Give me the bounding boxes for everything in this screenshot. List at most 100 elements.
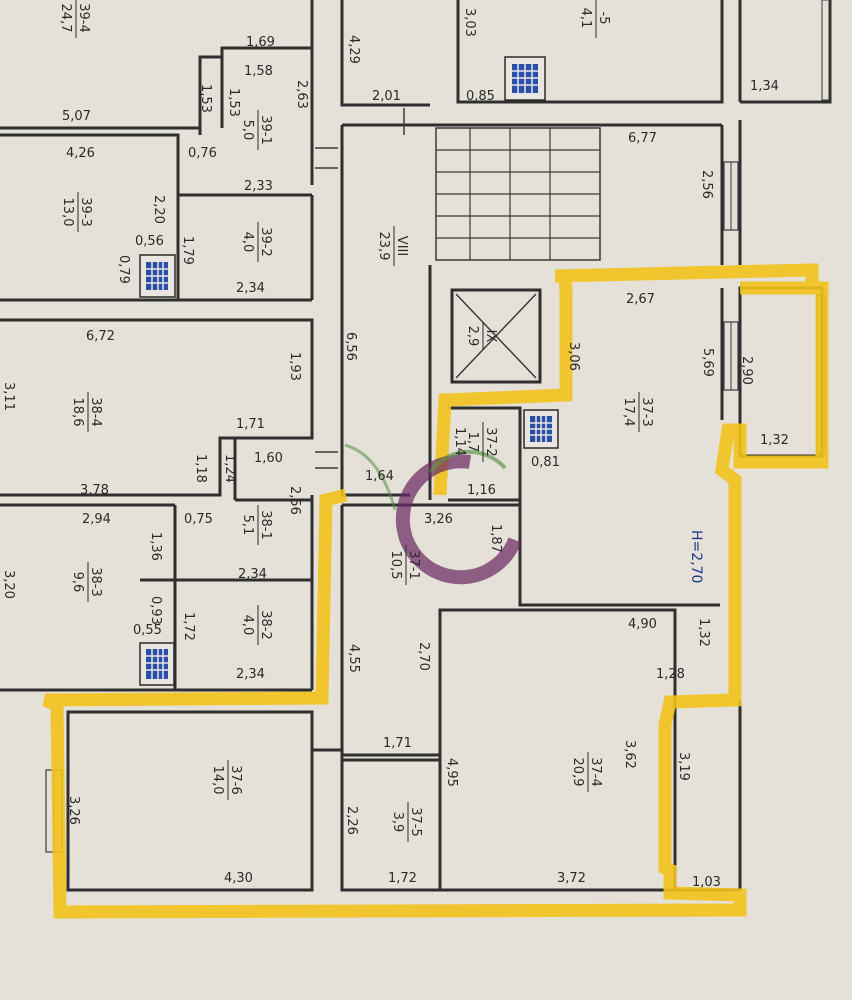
window-icon	[139, 254, 176, 298]
dimension-label: 0,75	[184, 512, 213, 527]
window-icon	[523, 409, 559, 449]
svg-text:5,0: 5,0	[240, 120, 255, 141]
dimension-label: 2,01	[372, 89, 401, 104]
svg-text:38-1: 38-1	[258, 510, 273, 540]
dimension-label: 2,34	[238, 567, 267, 582]
dimension-label: 1,93	[287, 352, 302, 381]
room-label: 37-110,5	[388, 545, 421, 585]
dimension-label: 4,29	[346, 35, 361, 64]
dimension-label: 1,36	[148, 532, 163, 561]
svg-text:38-2: 38-2	[258, 610, 273, 640]
dimension-label: 2,56	[699, 170, 714, 199]
dimension-label: 1,71	[236, 417, 265, 432]
dimension-label: 2,34	[236, 281, 265, 296]
svg-text:37-2: 37-2	[483, 427, 498, 457]
svg-text:VIII: VIII	[394, 236, 409, 256]
dimension-label: 1,14	[452, 427, 467, 456]
svg-text:39-4: 39-4	[76, 3, 91, 33]
dimension-label: 2,34	[236, 667, 265, 682]
room-label: -54,1	[578, 0, 611, 38]
dimension-label: 4,55	[346, 644, 361, 673]
ceiling-height-note: H=2,70	[688, 530, 704, 583]
dimension-label: 2,90	[739, 356, 754, 385]
room-label: 37-420,9	[570, 752, 603, 792]
window-icon	[504, 56, 546, 101]
room-label: 38-15,1	[240, 505, 273, 545]
svg-text:5,1: 5,1	[240, 515, 255, 536]
dimension-label: 1,24	[222, 454, 237, 483]
svg-text:3,9: 3,9	[390, 812, 405, 833]
dimension-label: 1,28	[656, 667, 685, 682]
svg-text:20,9: 20,9	[570, 758, 585, 787]
dimension-label: 0,81	[531, 455, 560, 470]
svg-text:4,1: 4,1	[578, 8, 593, 29]
svg-text:4,0: 4,0	[240, 232, 255, 253]
dimension-label: 3,06	[566, 342, 581, 371]
svg-text:39-3: 39-3	[78, 197, 93, 227]
dimension-label: 4,90	[628, 617, 657, 632]
dimension-label: 1,87	[488, 524, 503, 553]
svg-text:10,5: 10,5	[388, 551, 403, 580]
dimension-label: 0,56	[135, 234, 164, 249]
dimension-label: 0,85	[466, 89, 495, 104]
svg-text:38-4: 38-4	[88, 397, 103, 427]
svg-text:17,4: 17,4	[621, 398, 636, 427]
room-label: 37-53,9	[390, 802, 423, 842]
room-label: 38-24,0	[240, 605, 273, 645]
room-label: 39-424,7	[58, 0, 91, 38]
room-label: 37-317,4	[621, 392, 654, 432]
dimension-label: 2,20	[151, 195, 166, 224]
dimension-label: 2,94	[82, 512, 111, 527]
svg-text:2,9: 2,9	[465, 326, 480, 347]
dimension-label: 2,26	[344, 806, 359, 835]
dimension-label: 1,64	[365, 469, 394, 484]
room-labels: 39-424,7 39-15,0 39-313,0 39-24,0 VIII23…	[58, 0, 654, 842]
svg-text:39-1: 39-1	[258, 115, 273, 145]
dimension-label: 1,58	[244, 64, 273, 79]
dimension-label: 3,11	[1, 382, 16, 411]
elevator-icon	[455, 293, 537, 379]
dimension-label: 3,78	[80, 483, 109, 498]
room-label: 38-39,6	[70, 562, 103, 602]
dimension-label: 3,62	[622, 740, 637, 769]
dimension-label: 2,70	[416, 642, 431, 671]
dimension-label: 1,79	[180, 236, 195, 265]
vent-grids	[139, 56, 559, 686]
svg-text:37-6: 37-6	[228, 765, 243, 795]
dimension-label: 3,20	[1, 570, 16, 599]
watermark-logo-icon	[344, 443, 522, 585]
dimension-label: 1,72	[388, 871, 417, 886]
dimension-label: 2,33	[244, 179, 273, 194]
room-label: 37-614,0	[210, 760, 243, 800]
room-label: 39-24,0	[240, 222, 273, 262]
room-label: 37-21,7	[465, 422, 498, 462]
svg-text:37-1: 37-1	[406, 550, 421, 580]
dimension-label: 0,76	[188, 146, 217, 161]
apartment-highlight	[42, 263, 829, 919]
svg-text:-5: -5	[596, 12, 611, 25]
dimension-label: 5,69	[700, 348, 715, 377]
dimension-label: 1,69	[246, 35, 275, 50]
dimension-label: 4,26	[66, 146, 95, 161]
svg-text:23,9: 23,9	[376, 232, 391, 261]
dimension-label: 1,72	[181, 612, 196, 641]
dimension-label: 0,93	[148, 596, 163, 625]
svg-text:39-2: 39-2	[258, 227, 273, 257]
room-label: 38-418,6	[70, 392, 103, 432]
staircase-icon	[435, 127, 601, 261]
dimension-label: 1,18	[193, 454, 208, 483]
dimension-label: 5,07	[62, 109, 91, 124]
svg-text:4,0: 4,0	[240, 615, 255, 636]
svg-text:37-4: 37-4	[588, 757, 603, 787]
svg-text:IX: IX	[483, 330, 498, 343]
dimension-labels: 1,69 1,58 5,07 2,01 0,85 1,34 6,77 4,26 …	[1, 8, 789, 890]
dimension-label: 2,56	[287, 486, 302, 515]
dimension-label: 1,60	[254, 451, 283, 466]
svg-text:37-5: 37-5	[408, 807, 423, 837]
dimension-label: 0,79	[116, 255, 131, 284]
dimension-label: 4,30	[224, 871, 253, 886]
dimension-label: 1,16	[467, 483, 496, 498]
svg-text:24,7: 24,7	[58, 4, 73, 33]
